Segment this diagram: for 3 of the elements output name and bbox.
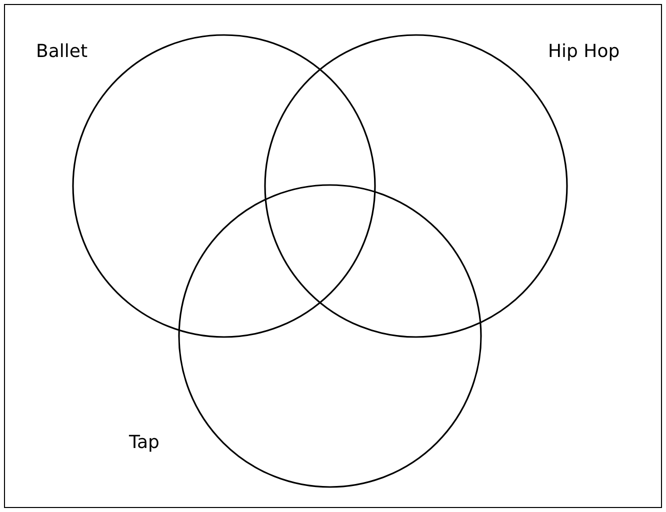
set-label: Ballet — [36, 41, 88, 63]
set-label: Hip Hop — [548, 41, 620, 63]
set-label: Tap — [129, 432, 160, 454]
